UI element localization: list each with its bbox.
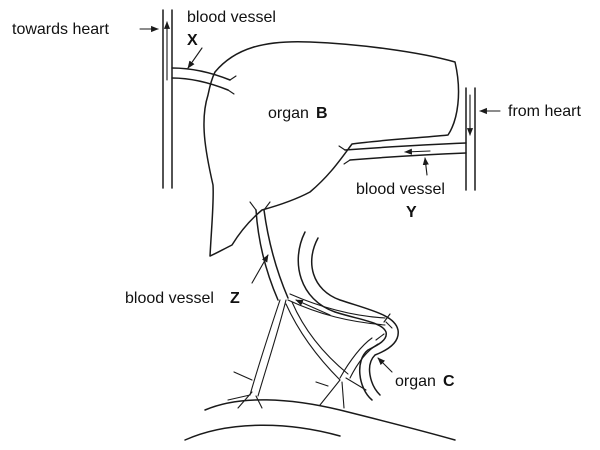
vessel-y-lower xyxy=(350,153,466,160)
organ-c-label: organ xyxy=(395,373,436,390)
vessel-x-letter: X xyxy=(187,32,198,49)
branch-lower-right-2 xyxy=(350,344,378,378)
vessel-x-lower xyxy=(172,78,228,90)
vessel-x-pointer xyxy=(188,48,202,68)
vessel-z-letter: Z xyxy=(230,290,240,307)
branch-fine-mid xyxy=(316,378,366,408)
vessel-y-pointer xyxy=(425,158,427,175)
vessel-z-left xyxy=(256,210,278,300)
vessel-z-label: blood vessel xyxy=(125,290,214,307)
organ-c-bottom-curve xyxy=(185,425,340,440)
organ-b-outline xyxy=(204,42,459,256)
from-heart-label: from heart xyxy=(508,103,581,120)
vessel-z-right xyxy=(264,210,288,298)
organ-c-letter: C xyxy=(443,373,455,390)
vessel-y-label: blood vessel xyxy=(356,181,445,198)
organ-c-pointer xyxy=(378,358,392,372)
branch-main-left-2 xyxy=(258,300,286,396)
vessel-x-branch xyxy=(228,76,236,94)
vessel-y-flow-arrow xyxy=(405,151,430,152)
branch-upper-right-2 xyxy=(290,294,385,318)
vessel-y-upper xyxy=(345,143,466,150)
organ-b-label: organ xyxy=(268,105,309,122)
organ-b-letter: B xyxy=(316,105,328,122)
vessel-z-pointer xyxy=(252,255,268,283)
towards-heart-label: towards heart xyxy=(12,21,109,38)
organ-c-inner-wall xyxy=(312,238,399,395)
vessel-x-label: blood vessel xyxy=(187,9,276,26)
branch-main-left xyxy=(250,300,280,395)
vessel-y-letter: Y xyxy=(406,204,417,221)
